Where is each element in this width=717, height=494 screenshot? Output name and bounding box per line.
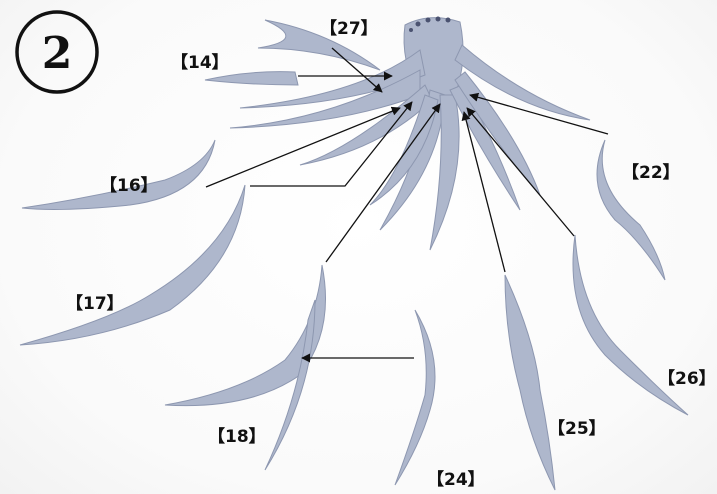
part-24-shape — [395, 310, 435, 485]
label-part-26: 【26】 — [658, 368, 716, 389]
label-part-17: 【17】 — [66, 293, 124, 314]
part-14-shape — [205, 72, 298, 85]
label-part-22: 【22】 — [622, 162, 680, 183]
part-25-shape — [505, 275, 555, 490]
arrow-26 — [467, 108, 574, 236]
label-part-14: 【14】 — [171, 52, 229, 73]
label-part-16: 【16】 — [100, 175, 158, 196]
label-part-18: 【18】 — [208, 426, 266, 447]
assembled-hair-part — [230, 17, 590, 251]
label-part-27: 【27】 — [320, 18, 378, 39]
step-number: 2 — [42, 28, 73, 79]
label-part-25: 【25】 — [548, 418, 606, 439]
part-16-shape — [22, 140, 215, 209]
step-badge: 2 — [17, 12, 97, 92]
label-part-24: 【24】 — [427, 469, 485, 490]
strand-right-2 — [455, 72, 540, 195]
part-22-shape — [597, 140, 665, 280]
